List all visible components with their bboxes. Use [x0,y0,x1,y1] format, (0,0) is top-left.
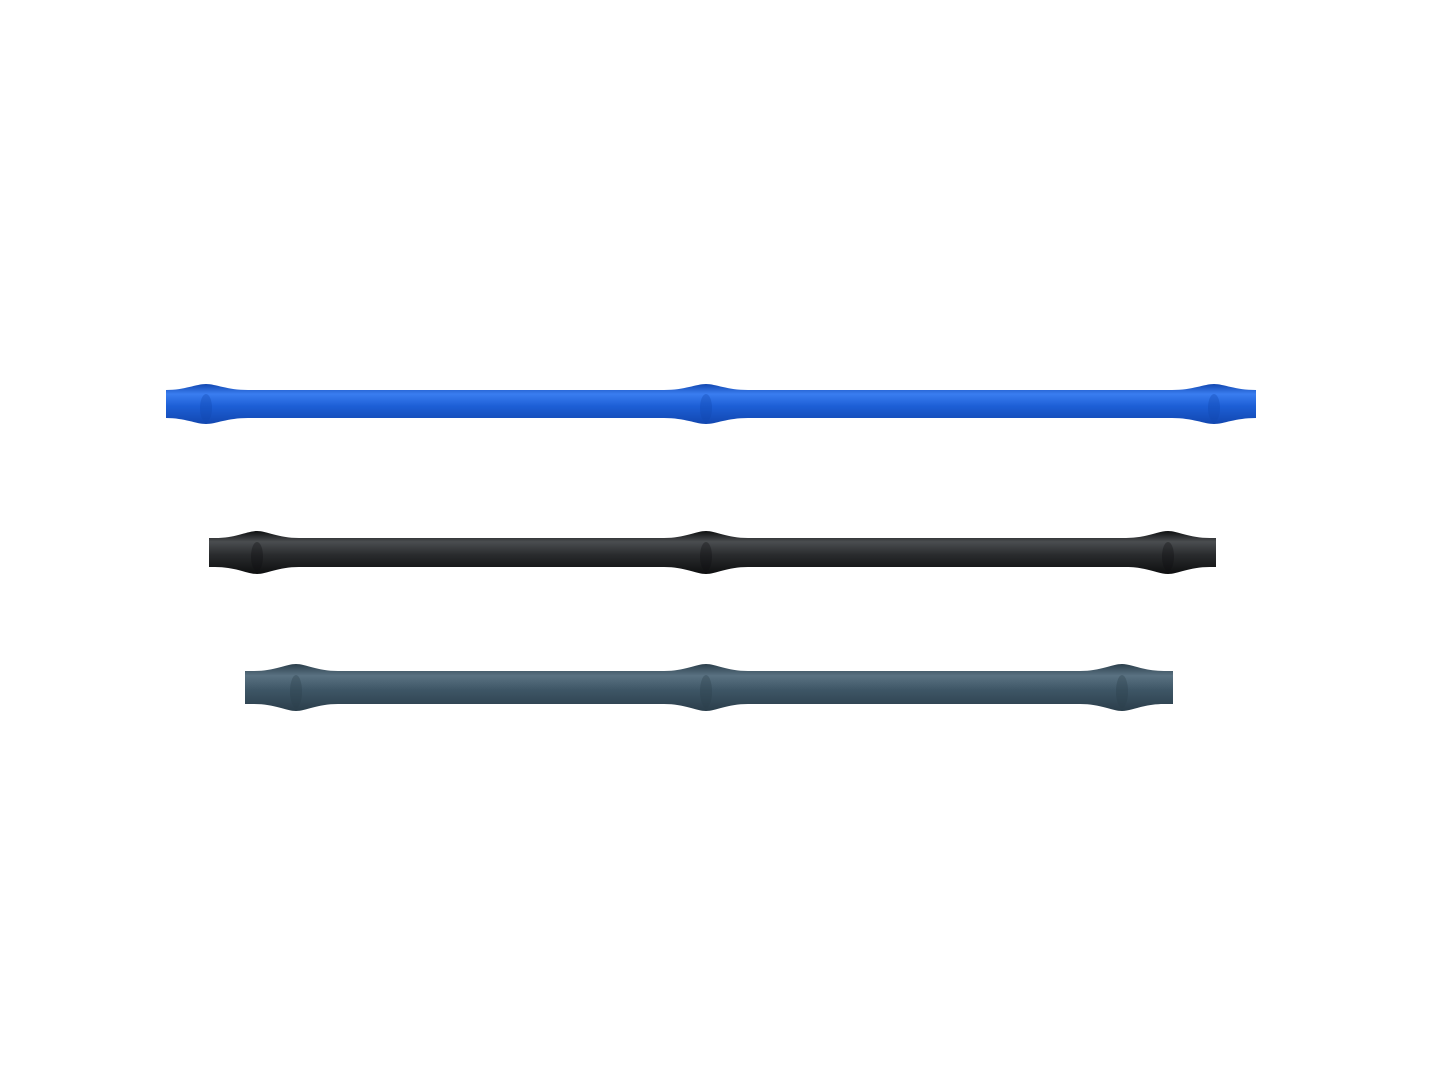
black-bar-bulge [251,542,263,571]
blue-bar [166,384,1256,424]
slate-bar-bulge [290,675,302,708]
blue-bar-bulge [1208,394,1220,422]
blue-bar-body [166,384,1256,424]
blue-bar-bulge [700,394,712,422]
slate-bar-body [245,664,1173,711]
black-bar-bulge [1162,542,1174,571]
black-bar-bulge [700,542,712,571]
blue-bar-bulge [200,394,212,422]
black-bar [209,531,1216,574]
slate-bar [245,664,1173,711]
black-bar-body [209,531,1216,574]
slate-bar-bulge [1116,675,1128,708]
slate-bar-bulge [700,675,712,708]
